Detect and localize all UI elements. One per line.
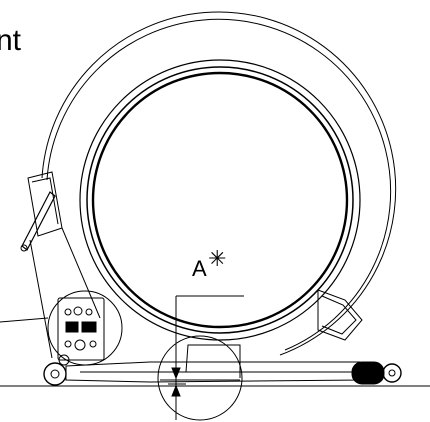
panel-display-2 — [81, 321, 97, 333]
panel-leader-line — [0, 317, 49, 323]
dimension-arrow-up — [171, 384, 181, 397]
column-right-edge — [61, 227, 101, 319]
handle-bar — [21, 191, 56, 251]
panel-display — [65, 321, 79, 333]
outer-ring-inner-edge — [46, 18, 392, 351]
left-small-wheel — [58, 354, 70, 366]
right-bracket — [317, 289, 363, 341]
drum-inner-circle — [91, 71, 349, 329]
handle-block-edge — [31, 177, 59, 225]
left-wheel-hub — [50, 369, 60, 379]
column-left-edge — [29, 239, 53, 359]
right-roller — [351, 361, 385, 385]
panel-knob-5 — [74, 339, 86, 351]
panel-knob-3 — [85, 308, 93, 316]
outer-ring — [41, 11, 397, 356]
panel-knob-6 — [89, 340, 97, 348]
handle-knob — [20, 244, 28, 252]
dimension-arrow-down — [171, 367, 181, 380]
corner-text: nt — [0, 24, 22, 57]
left-wheel — [43, 362, 67, 386]
callout-label: A — [192, 256, 207, 281]
panel-knob-2 — [73, 306, 83, 316]
right-wheel-hub — [388, 369, 396, 377]
panel-knob-4 — [64, 340, 72, 348]
callout-symbol-icon: ✳ — [208, 246, 226, 271]
detail-magnifier — [157, 335, 243, 421]
right-wheel — [382, 363, 402, 383]
drum-outer-circle — [79, 59, 361, 341]
panel-knob-1 — [64, 308, 72, 316]
right-bracket-inner — [321, 295, 357, 335]
control-panel — [57, 297, 105, 361]
drum-mid-circle — [86, 66, 354, 334]
